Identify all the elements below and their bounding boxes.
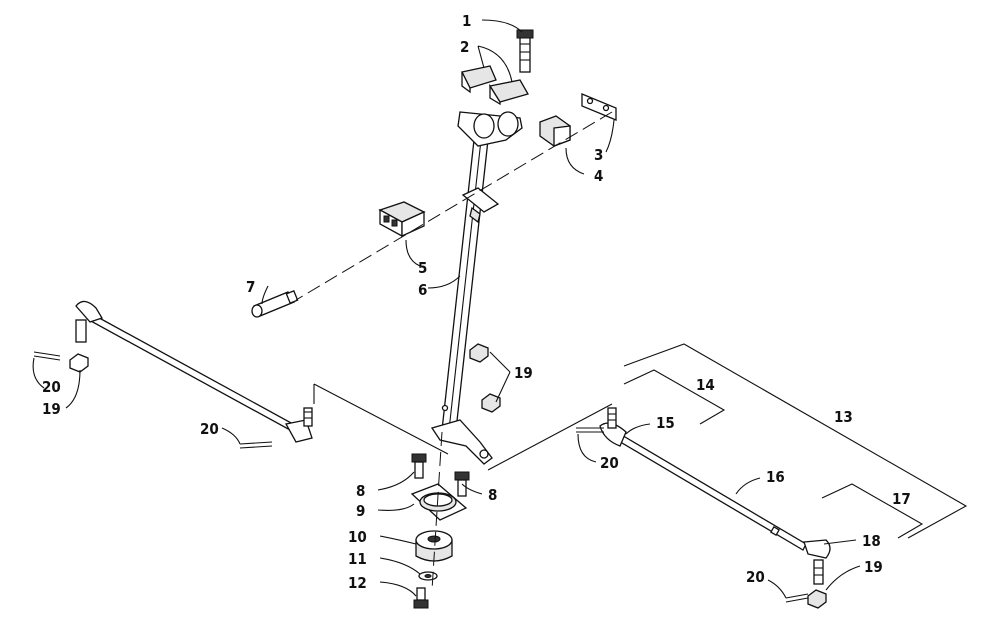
bushing-10 [415, 530, 453, 562]
callout-20-right-lower: 20 [746, 568, 765, 586]
callout-14: 14 [696, 376, 715, 394]
handlebar-caps [461, 65, 529, 106]
callout-6: 6 [418, 281, 427, 299]
callout-3: 3 [594, 146, 603, 164]
callout-1: 1 [462, 12, 471, 30]
right-tie-rod [599, 407, 831, 585]
callout-18: 18 [862, 532, 881, 550]
callout-5: 5 [418, 259, 427, 277]
plate-3 [581, 93, 617, 121]
callout-2: 2 [460, 38, 469, 56]
right-cotter-pin-upper [576, 427, 604, 433]
bolt-8-right [454, 471, 470, 497]
callout-8-left: 8 [356, 482, 365, 500]
left-tie-rod [75, 300, 313, 443]
callout-12: 12 [348, 574, 367, 592]
callout-19-post: 19 [514, 364, 533, 382]
left-cotter-pin-inner [239, 441, 273, 449]
bolt-1 [516, 29, 534, 73]
right-nut-19 [807, 589, 827, 609]
bolt-12 [413, 587, 429, 609]
pin-7 [251, 290, 299, 318]
left-nut-19 [69, 353, 89, 373]
axis-line-handlebar [295, 111, 613, 301]
bracket-14 [623, 369, 726, 425]
right-cotter-pin-lower [785, 593, 809, 603]
callout-20-left-inner: 20 [200, 420, 219, 438]
upper-clamp-base [457, 111, 523, 147]
block-4 [539, 115, 571, 147]
steering-post [430, 139, 500, 465]
callout-20-right-upper: 20 [600, 454, 619, 472]
link-line-left [313, 383, 449, 455]
callout-7: 7 [246, 278, 255, 296]
callout-8-right: 8 [488, 486, 497, 504]
post-nut-19-lower [481, 393, 501, 413]
bracket-13 [623, 343, 968, 539]
washer-11 [418, 571, 438, 581]
callout-17: 17 [892, 490, 911, 508]
leader-lines [32, 19, 861, 599]
bracket-17 [821, 483, 924, 539]
callout-20-left-outer: 20 [42, 378, 61, 396]
callout-13: 13 [834, 408, 853, 426]
left-cotter-pin-outer [33, 351, 61, 361]
callout-9: 9 [356, 502, 365, 520]
callout-10: 10 [348, 528, 367, 546]
axis-line-post [431, 431, 443, 591]
callout-4: 4 [594, 167, 603, 185]
link-line-right [487, 403, 613, 471]
callout-19-right: 19 [864, 558, 883, 576]
callout-11: 11 [348, 550, 367, 568]
callout-15: 15 [656, 414, 675, 432]
callout-19-left: 19 [42, 400, 61, 418]
bolt-8-left [411, 453, 427, 479]
post-nut-19-upper [469, 343, 489, 363]
callout-16: 16 [766, 468, 785, 486]
block-5 [378, 201, 426, 238]
callout-labels: 1 2 3 4 5 6 7 8 8 9 10 11 12 13 14 15 16… [42, 12, 911, 592]
